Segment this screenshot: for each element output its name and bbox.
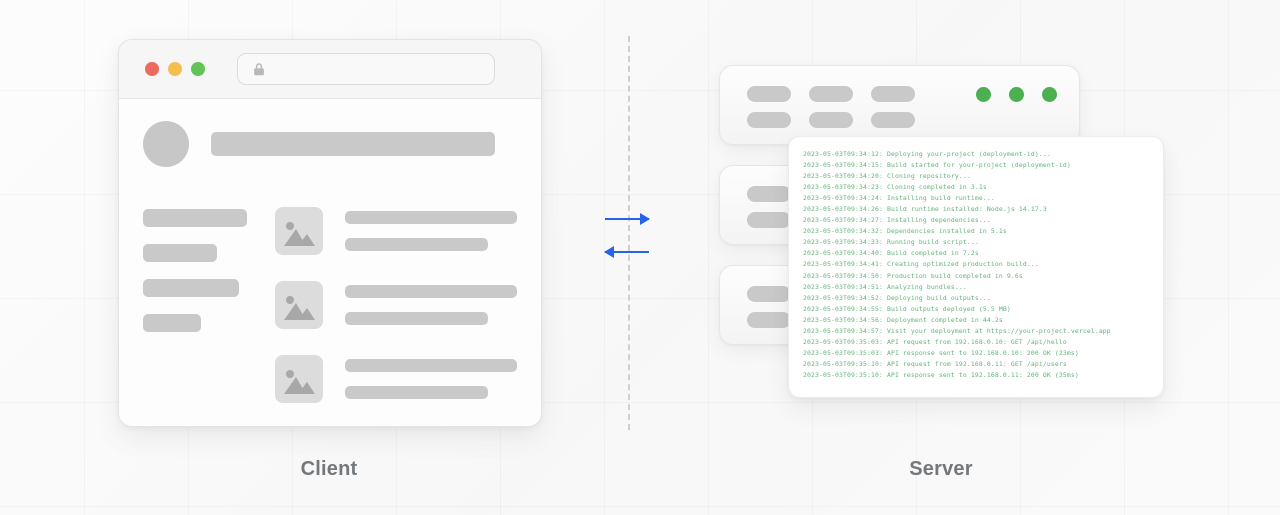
status-dot <box>1009 87 1024 102</box>
log-line: 2023-05-03T09:34:51: Analyzing bundles..… <box>803 282 967 291</box>
pill <box>747 112 791 128</box>
status-dot <box>976 87 991 102</box>
log-line: 2023-05-03T09:34:41: Creating optimized … <box>803 260 1039 269</box>
log-line: 2023-05-03T09:34:27: Installing dependen… <box>803 216 991 225</box>
log-line: 2023-05-03T09:34:12: Deploying your-proj… <box>803 150 1051 158</box>
image-placeholder-icon <box>275 207 323 255</box>
sidebar-bar <box>143 314 201 332</box>
log-line: 2023-05-03T09:35:03: API request from 19… <box>803 337 1067 346</box>
skeleton-media-list <box>275 207 517 403</box>
log-line: 2023-05-03T09:34:26: Build runtime insta… <box>803 205 1047 214</box>
text-line <box>345 211 517 224</box>
pill <box>871 112 915 128</box>
pill <box>871 86 915 102</box>
log-line: 2023-05-03T09:35:10: API request from 19… <box>803 359 1067 368</box>
url-input[interactable] <box>237 53 495 85</box>
sidebar-bar <box>143 279 239 297</box>
maximize-button[interactable] <box>191 62 205 76</box>
log-line: 2023-05-03T09:34:52: Deploying build out… <box>803 293 991 302</box>
text-line <box>345 238 488 251</box>
image-placeholder-icon <box>275 281 323 329</box>
avatar <box>143 121 189 167</box>
arrow-head-left-icon <box>604 246 614 258</box>
server-status-dots <box>976 87 1057 102</box>
server-card-pills <box>747 86 915 128</box>
skeleton-header-row <box>143 121 517 167</box>
text-line <box>345 386 488 399</box>
text-line <box>345 312 488 325</box>
request-arrow <box>605 213 650 225</box>
status-dot <box>1042 87 1057 102</box>
log-line: 2023-05-03T09:34:56: Deployment complete… <box>803 315 1003 324</box>
text-line <box>345 359 517 372</box>
log-line: 2023-05-03T09:34:57: Visit your deployme… <box>803 326 1111 335</box>
text-lines <box>345 281 517 325</box>
skeleton-sidebar <box>143 207 247 403</box>
list-item <box>275 207 517 255</box>
text-lines <box>345 355 517 399</box>
client-label: Client <box>300 458 358 480</box>
header-title-placeholder <box>211 132 495 156</box>
pill <box>747 86 791 102</box>
list-item <box>275 355 517 403</box>
text-lines <box>345 207 517 251</box>
server-card <box>719 65 1080 145</box>
client-server-divider <box>628 36 630 430</box>
minimize-button[interactable] <box>168 62 182 76</box>
text-line <box>345 285 517 298</box>
server-label: Server <box>909 458 973 480</box>
image-placeholder-icon <box>275 355 323 403</box>
log-line: 2023-05-03T09:34:15: Build started for y… <box>803 161 1071 170</box>
server-card-pills <box>747 286 791 328</box>
server-card-pills <box>747 186 791 228</box>
skeleton-body <box>143 207 517 403</box>
log-line: 2023-05-03T09:34:24: Installing build ru… <box>803 194 995 203</box>
pill <box>747 312 791 328</box>
sidebar-bar <box>143 209 247 227</box>
log-line: 2023-05-03T09:35:10: API response sent t… <box>803 370 1079 379</box>
client-browser-window <box>118 39 542 427</box>
list-item <box>275 281 517 329</box>
log-line: 2023-05-03T09:34:33: Running build scrip… <box>803 238 979 247</box>
response-arrow <box>604 246 649 258</box>
pill <box>747 186 791 202</box>
browser-titlebar <box>119 40 541 99</box>
arrow-head-right-icon <box>640 213 650 225</box>
log-lines: 2023-05-03T09:34:12: Deploying your-proj… <box>803 149 1153 381</box>
deployment-log-panel[interactable]: 2023-05-03T09:34:12: Deploying your-proj… <box>788 136 1164 398</box>
traffic-light-controls <box>145 62 205 76</box>
log-line: 2023-05-03T09:34:55: Build outputs deplo… <box>803 304 1011 313</box>
log-line: 2023-05-03T09:34:32: Dependencies instal… <box>803 227 1007 236</box>
close-button[interactable] <box>145 62 159 76</box>
sidebar-bar <box>143 244 217 262</box>
log-line: 2023-05-03T09:34:50: Production build co… <box>803 271 1023 280</box>
log-line: 2023-05-03T09:34:20: Cloning repository.… <box>803 172 971 181</box>
lock-icon <box>252 62 266 77</box>
log-line: 2023-05-03T09:35:03: API response sent t… <box>803 348 1079 357</box>
pill <box>809 112 853 128</box>
browser-content-skeleton <box>119 99 541 425</box>
log-line: 2023-05-03T09:34:40: Build completed in … <box>803 249 979 258</box>
pill <box>747 212 791 228</box>
log-line: 2023-05-03T09:34:23: Cloning completed i… <box>803 183 987 192</box>
pill <box>747 286 791 302</box>
pill <box>809 86 853 102</box>
